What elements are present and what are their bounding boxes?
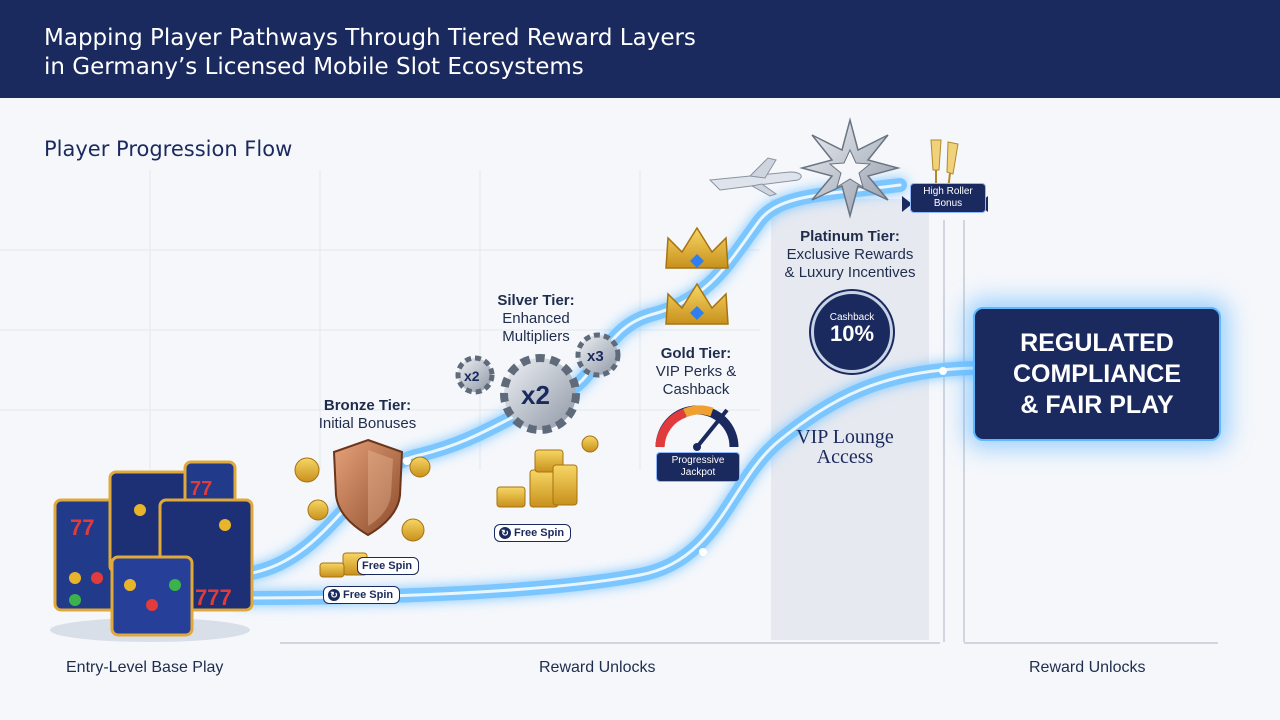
speedometer-icon <box>655 405 739 451</box>
free-spin-badge: Free Spin <box>357 557 420 575</box>
platinum-tier-label: Platinum Tier: Exclusive Rewards & Luxur… <box>770 228 930 282</box>
bronze-shield-icon <box>332 438 404 537</box>
spin-icon: ↻ <box>499 527 511 539</box>
platinum-tier-desc-1: Exclusive Rewards <box>786 246 914 263</box>
title-line-1: Mapping Player Pathways Through Tiered R… <box>44 25 696 51</box>
progressive-jackpot-line-1: Progressive <box>671 455 725 466</box>
bronze-tier-label: Bronze Tier: Initial Bonuses <box>300 397 435 433</box>
svg-text:777: 777 <box>195 585 232 610</box>
footer-label-reward-unlocks: Reward Unlocks <box>1029 659 1146 676</box>
multiplier-label-small: x2 <box>464 368 480 384</box>
silver-tier-desc-2: Multipliers <box>502 328 570 345</box>
free-spin-badge: ↻Free Spin <box>323 586 401 604</box>
background-grid <box>0 170 760 470</box>
vip-lounge-label: VIP Lounge Access <box>780 427 910 467</box>
title-line-2: in Germany’s Licensed Mobile Slot Ecosys… <box>44 54 584 80</box>
high-roller-badge: High Roller Bonus <box>910 183 986 213</box>
gear-icon <box>455 332 621 434</box>
free-spin-badge: ↻Free Spin <box>494 524 572 542</box>
slot-machine-icon: 77 77 777 <box>50 460 254 642</box>
svg-text:77: 77 <box>190 478 212 500</box>
header-bar: Mapping Player Pathways Through Tiered R… <box>0 0 1280 98</box>
page-title: Mapping Player Pathways Through Tiered R… <box>44 24 844 82</box>
gold-tier-label: Gold Tier: VIP Perks & Cashback <box>640 345 752 399</box>
star-burst-icon <box>799 117 901 219</box>
ribbon-tail <box>902 196 912 212</box>
footer-label-reward-unlocks: Reward Unlocks <box>539 659 656 676</box>
crown-icon <box>665 226 729 325</box>
free-spin-text: Free Spin <box>362 560 413 572</box>
svg-text:77: 77 <box>70 515 94 540</box>
free-spin-text: Free Spin <box>514 527 565 539</box>
compliance-box: REGULATED COMPLIANCE & FAIR PLAY <box>973 307 1221 441</box>
path-node <box>403 457 411 465</box>
high-roller-line-2: Bonus <box>933 198 963 209</box>
airplane-icon <box>708 157 802 197</box>
path-node <box>939 367 947 375</box>
path-node <box>699 548 707 556</box>
gold-tier-desc-1: VIP Perks & <box>655 363 737 380</box>
vip-line-2: Access <box>816 446 874 468</box>
high-roller-line-1: High Roller <box>923 186 973 197</box>
compliance-line-2: COMPLIANCE <box>1012 359 1182 388</box>
free-spin-text: Free Spin <box>343 589 394 601</box>
bronze-tier-desc: Initial Bonuses <box>318 415 417 432</box>
gold-tier-title: Gold Tier: <box>660 345 732 362</box>
progressive-jackpot-badge: Progressive Jackpot <box>656 452 740 482</box>
silver-tier-desc-1: Enhanced <box>502 310 570 327</box>
compliance-line-1: REGULATED <box>1020 328 1174 357</box>
multiplier-label-big: x2 <box>521 380 550 410</box>
cashback-value: 10% <box>829 321 875 346</box>
cashback-label: Cashback <box>829 312 875 323</box>
bronze-tier-title: Bronze Tier: <box>323 397 412 414</box>
gold-tier-desc-2: Cashback <box>662 381 730 398</box>
gold-coin-icon <box>294 435 599 542</box>
cashback-badge: Cashback 10% <box>811 291 893 373</box>
progressive-jackpot-line-2: Jackpot <box>680 467 716 478</box>
compliance-line-3: & FAIR PLAY <box>1020 390 1174 419</box>
champagne-icon <box>930 139 959 191</box>
platinum-tier-title: Platinum Tier: <box>800 228 900 245</box>
vip-line-1: VIP Lounge <box>796 426 894 448</box>
spin-icon: ↻ <box>328 589 340 601</box>
multiplier-label-small: x3 <box>587 348 604 365</box>
platinum-tier-desc-2: & Luxury Incentives <box>784 264 916 281</box>
silver-tier-title: Silver Tier: <box>497 292 575 309</box>
footer-label-entry: Entry-Level Base Play <box>66 659 224 676</box>
silver-tier-label: Silver Tier: Enhanced Multipliers <box>480 292 592 346</box>
section-title: Player Progression Flow <box>44 137 293 161</box>
